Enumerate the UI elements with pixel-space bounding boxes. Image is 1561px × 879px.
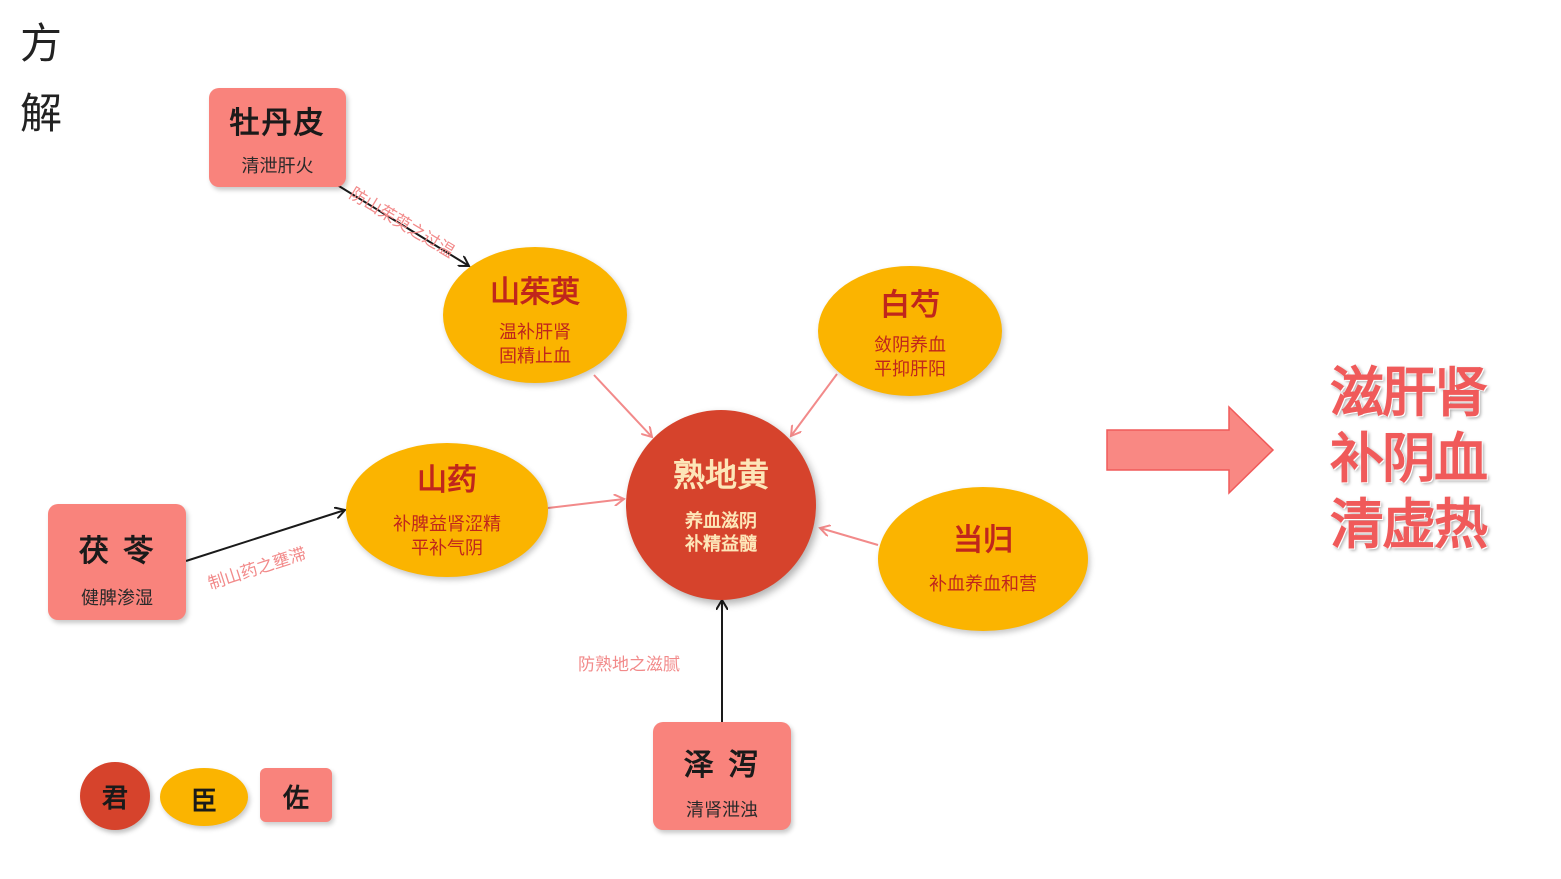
note-zexie: 防熟地之滋腻 xyxy=(578,655,680,675)
legend-zuo-label: 佐 xyxy=(282,784,309,814)
legend-chen-label: 臣 xyxy=(190,787,217,817)
chen-herb-desc: 温补肝肾 固精止血 xyxy=(499,322,571,367)
title-char-1: 方 xyxy=(20,19,63,68)
arrow-shanzhuyu-to-center xyxy=(593,374,652,437)
legend-jun-label: 君 xyxy=(101,784,128,814)
chen-herb-shanzhuyu: 山茱萸 温补肝肾 固精止血 xyxy=(443,247,627,383)
chen-herb-desc: 补血养血和营 xyxy=(929,574,1037,595)
jun-herb-name: 熟地黄 xyxy=(672,456,769,494)
title-char-2: 解 xyxy=(20,89,63,138)
zuo-herb-desc: 清肾泄浊 xyxy=(686,800,758,821)
arrow-fuling-to-shanyao xyxy=(185,510,345,562)
legend-chen: 臣 xyxy=(160,768,248,826)
chen-herb-desc: 敛阴养血 平抑肝阳 xyxy=(874,335,946,380)
arrow-baishao-to-center xyxy=(791,373,838,436)
chen-herb-shanyao: 山药 补脾益肾涩精 平补气阴 xyxy=(346,443,548,577)
formula-effect: 滋肝肾 补阴血 清虚热 xyxy=(1330,361,1488,556)
chen-herb-baishao: 白芍 敛阴养血 平抑肝阳 xyxy=(818,266,1002,396)
chen-herb-name: 山药 xyxy=(417,463,477,498)
jun-herb-shudihuang: 熟地黄 养血滋阴 补精益髓 xyxy=(626,410,816,600)
chen-herb-danggui: 当归 补血养血和营 xyxy=(878,487,1088,631)
result-arrow-icon xyxy=(1106,405,1275,495)
zuo-herb-desc: 清泄肝火 xyxy=(241,156,314,177)
zuo-herb-name: 泽 泻 xyxy=(683,748,761,783)
chen-herb-name: 当归 xyxy=(953,523,1013,558)
zuo-herb-mudanpi: 牡丹皮 清泄肝火 xyxy=(209,88,346,187)
legend-jun: 君 xyxy=(80,762,150,830)
jun-herb-desc: 养血滋阴 补精益髓 xyxy=(685,511,757,555)
zuo-herb-name: 牡丹皮 xyxy=(229,106,326,141)
legend-zuo: 佐 xyxy=(260,768,332,822)
arrow-danggui-to-center xyxy=(820,528,879,546)
chen-herb-desc: 补脾益肾涩精 平补气阴 xyxy=(393,514,501,559)
arrow-mudanpi-to-shanzhuyu xyxy=(333,182,469,266)
zuo-herb-desc: 健脾渗湿 xyxy=(81,588,153,609)
zuo-herb-name: 茯 苓 xyxy=(78,534,156,569)
chen-herb-name: 山茱萸 xyxy=(490,275,580,310)
chen-herb-name: 白芍 xyxy=(880,288,940,323)
zuo-herb-fuling: 茯 苓 健脾渗湿 xyxy=(48,504,186,620)
zuo-herb-zexie: 泽 泻 清肾泄浊 xyxy=(653,722,791,830)
arrow-shanyao-to-center xyxy=(547,499,624,509)
